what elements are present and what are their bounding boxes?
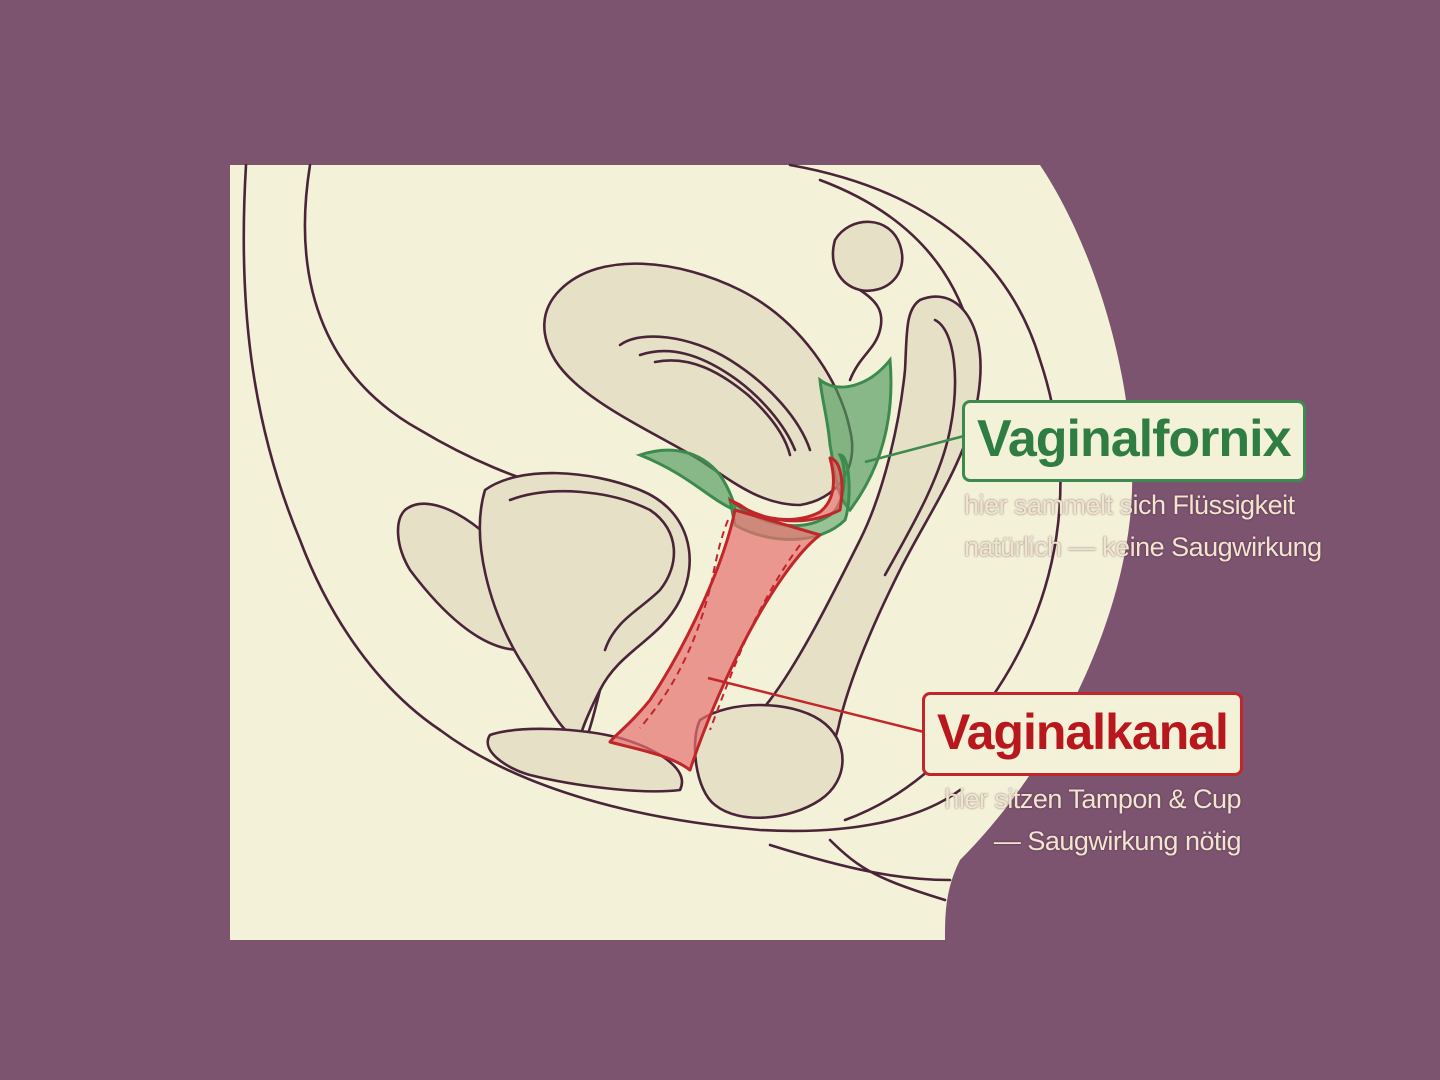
fornix-description-line-2: natürlich — keine Saugwirkung	[964, 532, 1322, 562]
buttock-lobe	[693, 703, 844, 820]
uterine-cavity-inner	[638, 349, 797, 452]
abdominal-wall-line	[303, 163, 562, 492]
fornix-description: hier sammelt sich Flüssigkeit natürlich …	[964, 484, 1322, 568]
spine-curve-inner	[818, 178, 972, 332]
fornix-leader-line	[864, 434, 965, 464]
fallopian-tube	[848, 288, 883, 382]
fornix-title: Vaginalfornix	[962, 400, 1306, 482]
lower-body-curve	[438, 728, 962, 833]
kanal-highlight	[608, 456, 844, 772]
uterus	[543, 262, 854, 507]
kanal-description-line-2: — Saugwirkung nötig	[993, 826, 1242, 856]
kanal-description-line-1: hier sitzen Tampon & Cup	[944, 784, 1241, 814]
uterine-cavity-outer	[618, 335, 812, 452]
bladder-inner	[508, 489, 676, 652]
pubic-outer-line	[242, 163, 442, 732]
bladder	[478, 471, 691, 742]
rectum-inner	[883, 318, 957, 577]
kanal-description: hier sitzen Tampon & Cup — Saugwirkung n…	[944, 778, 1241, 862]
canal-rugae-right	[709, 544, 801, 731]
kanal-leader-line	[707, 676, 925, 734]
uterine-cavity-line	[653, 359, 792, 457]
fornix-anterior	[635, 448, 737, 513]
canal-rugae-left	[639, 519, 729, 729]
ovary	[831, 220, 904, 293]
bottom-curve	[828, 838, 947, 902]
fornix-description-line-1: hier sammelt sich Flüssigkeit	[964, 490, 1295, 520]
kanal-title: Vaginalkanal	[922, 692, 1243, 776]
